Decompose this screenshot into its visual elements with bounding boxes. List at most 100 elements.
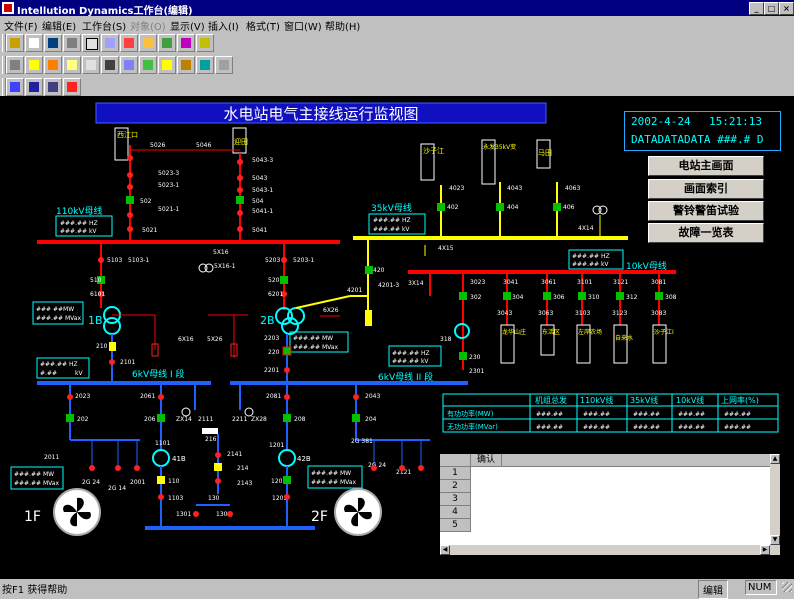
toolbar-grip[interactable] [2, 56, 6, 74]
db-icon[interactable] [25, 56, 43, 74]
copy-icon[interactable] [120, 34, 138, 52]
disconnector[interactable] [127, 184, 133, 190]
menu-help[interactable]: 帮助(H) [325, 22, 361, 33]
tag-icon[interactable] [44, 56, 62, 74]
breaker-520[interactable] [280, 276, 288, 284]
fault-list-button[interactable]: 故障一览表 [648, 223, 764, 243]
grid-header-confirm[interactable]: 确认 [471, 454, 502, 467]
draw-icon[interactable] [158, 34, 176, 52]
breaker-510[interactable] [97, 276, 105, 284]
open-icon[interactable] [6, 34, 24, 52]
breaker-402[interactable] [437, 203, 445, 211]
menu-window[interactable]: 窗口(W) [284, 22, 322, 33]
menu-format[interactable]: 格式(T) [246, 22, 280, 33]
ungroup-icon[interactable] [44, 78, 62, 96]
disconnector[interactable] [237, 210, 243, 216]
disconnector[interactable] [284, 367, 290, 373]
grid-vertical-scrollbar[interactable]: ▲ ▼ [770, 454, 780, 545]
breaker-312[interactable] [616, 292, 624, 300]
disconnector[interactable] [227, 511, 233, 517]
toolbar-grip[interactable] [2, 34, 6, 52]
breaker-504[interactable] [236, 196, 244, 204]
scroll-down-icon[interactable]: ▼ [770, 535, 780, 545]
grid-row-header[interactable]: 5 [440, 519, 471, 532]
group-icon[interactable] [25, 78, 43, 96]
disconnector[interactable] [158, 494, 164, 500]
breaker-302[interactable] [459, 292, 467, 300]
disconnector[interactable] [158, 394, 164, 400]
report-icon[interactable] [82, 56, 100, 74]
menu-view[interactable]: 显示(V) [170, 22, 205, 33]
save-icon[interactable] [44, 34, 62, 52]
breaker-120[interactable] [283, 476, 291, 484]
breaker-406[interactable] [553, 203, 561, 211]
disconnector[interactable] [237, 187, 243, 193]
chart-icon[interactable] [158, 56, 176, 74]
disconnector[interactable] [67, 394, 73, 400]
main-screen-button[interactable]: 电站主画面 [648, 156, 764, 176]
breaker-208[interactable] [283, 414, 291, 422]
breaker-502[interactable] [126, 196, 134, 204]
grid-header-blank[interactable] [502, 454, 771, 467]
screen-index-button[interactable]: 画面索引 [648, 179, 764, 199]
minimize-button[interactable]: _ [749, 2, 764, 15]
disconnector[interactable] [193, 511, 199, 517]
breaker-310[interactable] [578, 292, 586, 300]
alarm-grid[interactable]: 确认 1 2 3 4 5 [440, 454, 780, 554]
preview-icon[interactable] [82, 34, 100, 52]
disconnector[interactable] [418, 465, 424, 471]
new-icon[interactable] [25, 34, 43, 52]
disconnector[interactable] [281, 257, 287, 263]
breaker-404[interactable] [496, 203, 504, 211]
drawing-canvas[interactable]: 水电站电气主接线运行监视图 110kV母线 ###.## HZ ###.## k… [0, 96, 794, 579]
disconnector[interactable] [215, 478, 221, 484]
transformer-1b-lv[interactable] [103, 317, 121, 335]
layer-icon[interactable] [63, 78, 81, 96]
breaker-230[interactable] [459, 352, 467, 360]
schedule-icon[interactable] [139, 56, 157, 74]
disconnector[interactable] [98, 257, 104, 263]
print-icon[interactable] [63, 34, 81, 52]
grid-row-header[interactable]: 2 [440, 480, 471, 493]
alarm-icon[interactable] [63, 56, 81, 74]
resize-grip-icon[interactable] [782, 582, 792, 592]
lock-icon[interactable] [101, 56, 119, 74]
grid-horizontal-scrollbar[interactable]: ◀ ▶ [440, 545, 780, 555]
disconnector[interactable] [284, 394, 290, 400]
breaker-308[interactable] [655, 292, 663, 300]
bus-tie-216[interactable] [202, 428, 218, 434]
disconnector[interactable] [127, 172, 133, 178]
key-icon[interactable] [177, 56, 195, 74]
breaker-202[interactable] [66, 414, 74, 422]
breaker-304[interactable] [503, 292, 511, 300]
disconnector[interactable] [281, 291, 287, 297]
transformer-2b-hv[interactable] [275, 307, 293, 325]
grid-icon[interactable] [6, 56, 24, 74]
close-button[interactable]: × [779, 2, 794, 15]
breaker-206[interactable] [157, 414, 165, 422]
menu-edit[interactable]: 编辑(E) [42, 22, 77, 33]
disconnector[interactable] [127, 155, 133, 161]
disconnector[interactable] [89, 465, 95, 471]
disconnector[interactable] [98, 291, 104, 297]
wand-icon[interactable] [196, 34, 214, 52]
cut-icon[interactable] [101, 34, 119, 52]
transformer-41b[interactable] [152, 449, 170, 467]
menu-file[interactable]: 文件(F) [4, 22, 38, 33]
paste-icon[interactable] [139, 34, 157, 52]
generator-1f[interactable] [53, 488, 101, 536]
alarm-test-button[interactable]: 警铃警笛试验 [648, 201, 764, 221]
breaker-306[interactable] [543, 292, 551, 300]
tools-icon[interactable] [177, 34, 195, 52]
menu-insert[interactable]: 插入(I) [208, 22, 239, 33]
disconnector[interactable] [134, 465, 140, 471]
disconnector[interactable] [109, 359, 115, 365]
menu-workspace[interactable]: 工作台(S) [82, 22, 127, 33]
align-icon[interactable] [6, 78, 24, 96]
disconnector[interactable] [284, 494, 290, 500]
grid-row-header[interactable]: 1 [440, 467, 471, 480]
disconnector[interactable] [127, 226, 133, 232]
disconnector[interactable] [127, 212, 133, 218]
generator-2f[interactable] [334, 488, 382, 536]
breaker-220[interactable] [282, 346, 292, 356]
